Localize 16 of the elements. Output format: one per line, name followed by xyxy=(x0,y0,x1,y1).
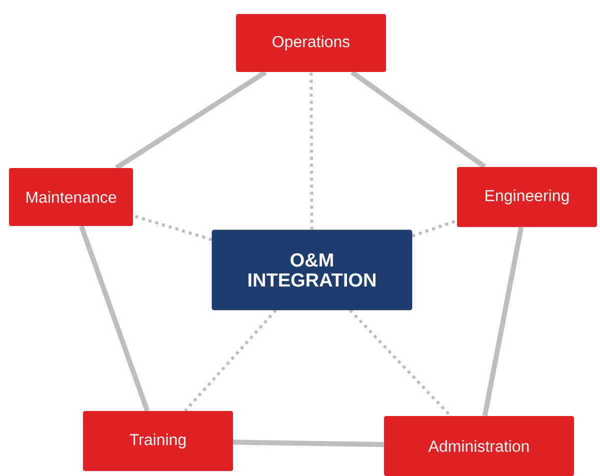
department-box: Administration xyxy=(384,416,574,476)
dotted-connector xyxy=(310,72,314,230)
department-box: Operations xyxy=(236,14,386,72)
connector-line xyxy=(482,226,524,416)
dotted-connector xyxy=(132,214,212,242)
connector-line xyxy=(115,70,267,170)
department-box: Training xyxy=(83,410,233,471)
department-box: Engineering xyxy=(457,167,597,227)
department-box: Maintenance xyxy=(9,168,133,226)
center-box: O&M INTEGRATION xyxy=(212,230,412,310)
dotted-connector xyxy=(349,309,452,417)
connector-line xyxy=(79,225,150,412)
dotted-connector xyxy=(412,219,458,238)
connector-line xyxy=(350,70,486,169)
dotted-connector xyxy=(184,309,277,412)
connector-line xyxy=(233,440,384,447)
